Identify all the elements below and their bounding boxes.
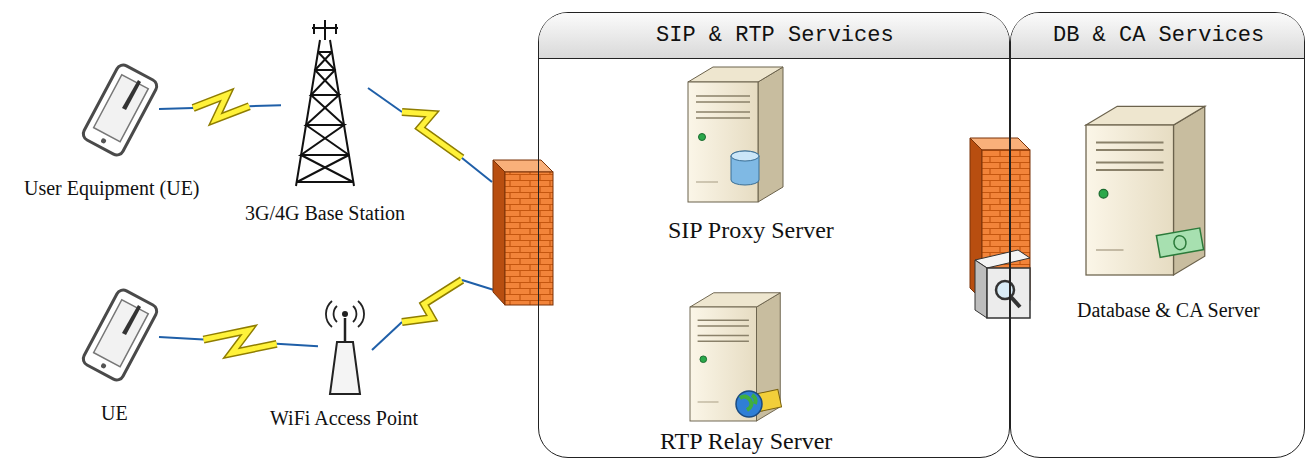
tablet-icon — [81, 288, 159, 383]
service-panel: DB & CA ServicesDatabase & CA Server — [1010, 12, 1305, 458]
sip-proxy-server: SIP Proxy Server — [681, 61, 791, 209]
wireless-link — [372, 280, 494, 350]
wifi-access-point: WiFi Access Point — [322, 300, 367, 395]
node-label: Database & CA Server — [1077, 299, 1260, 322]
user-equipment: UE — [85, 280, 155, 390]
wireless-link — [368, 88, 492, 182]
service-panel: SIP & RTP ServicesSIP Proxy ServerRTP Re… — [538, 12, 1010, 458]
database-ca-server: Database & CA Server — [1086, 101, 1206, 281]
node-label: RTP Relay Server — [660, 428, 832, 456]
rtp-relay-server: RTP Relay Server — [681, 286, 791, 424]
wireless-link — [159, 330, 318, 353]
node-label: UE — [101, 402, 128, 425]
node-label: User Equipment (UE) — [24, 177, 200, 200]
node-label: 3G/4G Base Station — [245, 202, 405, 225]
firewall-icon — [493, 160, 553, 305]
tablet-icon — [81, 63, 159, 158]
tower-icon — [296, 20, 354, 186]
panel-title: DB & CA Services — [1053, 24, 1264, 48]
server-icon — [1086, 106, 1205, 275]
firewall-icon — [970, 138, 1030, 318]
server-icon — [690, 293, 782, 421]
user-equipment: User Equipment (UE) — [85, 55, 155, 165]
node-label: WiFi Access Point — [270, 407, 418, 430]
wireless-link — [159, 95, 281, 119]
access-point-icon — [326, 301, 364, 394]
base-station: 3G/4G Base Station — [285, 18, 365, 190]
panel-title: SIP & RTP Services — [656, 24, 894, 48]
node-label: SIP Proxy Server — [668, 217, 834, 245]
server-icon — [688, 67, 783, 202]
